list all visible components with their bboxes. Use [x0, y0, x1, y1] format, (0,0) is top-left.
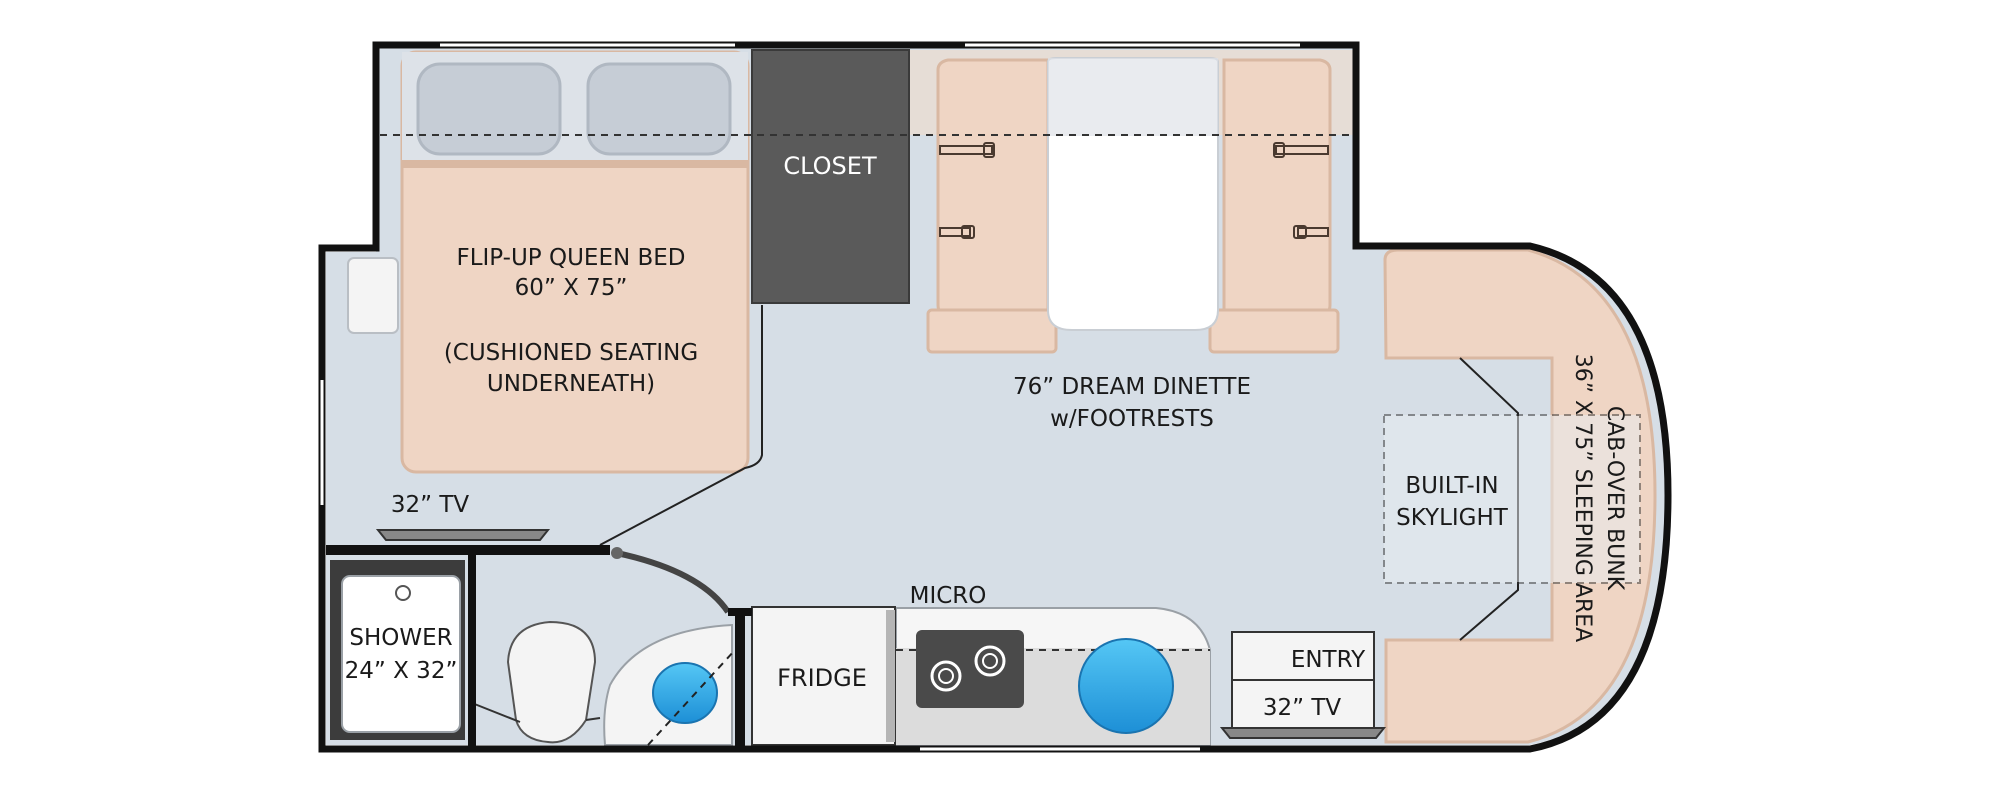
- dinette-label-line2: w/FOOTRESTS: [1050, 406, 1214, 432]
- bathroom-door-swing: [611, 549, 731, 614]
- tv-rear-label: 32” TV: [391, 492, 470, 518]
- dinette: [910, 50, 1353, 354]
- bunk-label-line2: 36” X 75” SLEEPING AREA: [1570, 354, 1595, 642]
- closet-label: CLOSET: [783, 152, 877, 180]
- dinette-label-line1: 76” DREAM DINETTE: [1013, 374, 1251, 400]
- tv-entry-icon: [1219, 727, 1387, 739]
- shower-label-line2: 24” X 32”: [345, 658, 458, 684]
- queen-bed: [400, 50, 750, 474]
- tv-rear-icon: [375, 529, 551, 541]
- door-hinge: [611, 547, 623, 559]
- bunk-label-line1: CAB-OVER BUNK: [1602, 406, 1627, 591]
- bed-label-line4: UNDERNEATH): [487, 371, 655, 397]
- cab-over-bunk: [1383, 248, 1657, 744]
- closet: [751, 49, 910, 304]
- fridge: [751, 606, 896, 746]
- skylight-label-line1: BUILT-IN: [1405, 473, 1498, 499]
- bathroom-sink-icon: [652, 662, 718, 724]
- entry-label: ENTRY: [1291, 647, 1366, 673]
- bed-label-line1: FLIP-UP QUEEN BED: [456, 245, 685, 271]
- fridge-label: FRIDGE: [777, 664, 867, 692]
- built-in-skylight: [1383, 414, 1641, 584]
- walls: [318, 41, 1672, 753]
- entry-step: [1231, 631, 1375, 681]
- nightstand: [347, 257, 399, 334]
- seatbelt-icon: [939, 142, 1329, 239]
- pillow-right: [586, 62, 732, 156]
- windows: [320, 43, 1300, 751]
- skylight-label-line2: SKYLIGHT: [1396, 505, 1509, 531]
- tv-entry-label: 32” TV: [1263, 695, 1342, 721]
- galley-sink-icon: [1078, 638, 1174, 734]
- toilet-icon: [506, 620, 597, 744]
- shower-label-line1: SHOWER: [349, 625, 452, 651]
- bed-label-line3: (CUSHIONED SEATING: [444, 340, 698, 366]
- bed-label-line2: 60” X 75”: [515, 275, 628, 301]
- pillow-left: [416, 62, 562, 156]
- burner-icon: [930, 660, 962, 692]
- bedroom-divider: [599, 305, 763, 546]
- micro-label: MICRO: [910, 583, 987, 609]
- entry-cabinet: [1231, 679, 1375, 729]
- shower-drain-icon: [395, 585, 411, 601]
- burner-icon: [974, 645, 1006, 677]
- cooktop: [916, 630, 1024, 708]
